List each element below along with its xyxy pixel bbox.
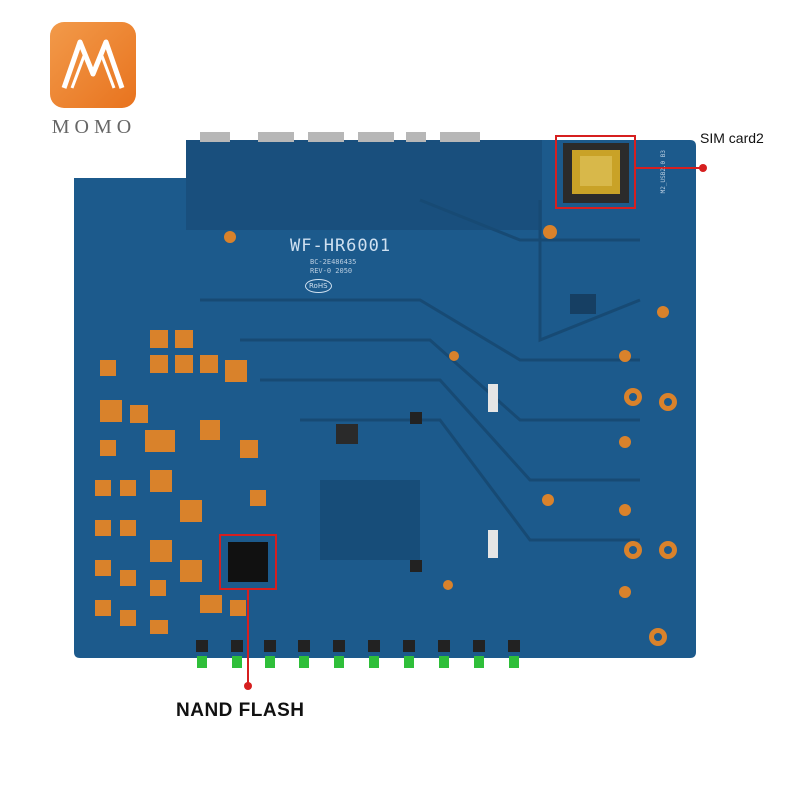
soc-chip	[336, 424, 358, 444]
rohs-mark: RoHS	[305, 279, 332, 293]
logo-text: MOMO	[51, 116, 137, 138]
nand-callout-dot	[244, 682, 252, 690]
nand-flash-chip	[228, 542, 268, 582]
sim-callout-box	[555, 135, 636, 209]
sim-callout-dot	[699, 164, 707, 172]
sim-slot-silkscreen: M2_USB2.0 B3	[660, 150, 667, 194]
board-rev-silkscreen: REV-0 2050	[310, 267, 353, 275]
mounting-holes	[224, 225, 677, 646]
logo-m-mark	[61, 39, 125, 89]
nand-flash-label: NAND FLASH	[176, 700, 305, 721]
momo-logo	[50, 22, 136, 108]
sim-card-label: SIM card2	[700, 130, 764, 146]
board-serial-silkscreen: BC-2E486435	[310, 258, 357, 266]
board-model-silkscreen: WF-HR6001	[290, 236, 392, 256]
status-leds	[196, 640, 520, 668]
copper-pad-cluster	[95, 330, 266, 634]
ethernet-connector-strip	[186, 140, 542, 230]
